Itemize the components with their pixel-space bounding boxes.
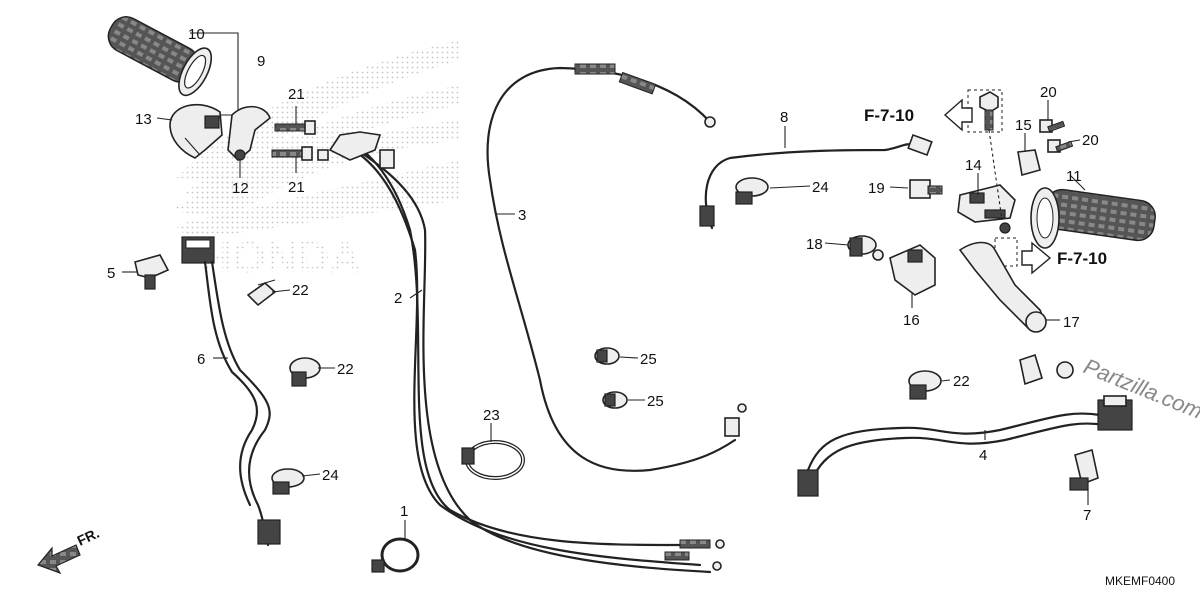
- right-grip[interactable]: [1030, 187, 1157, 249]
- clamp-24-b[interactable]: [735, 177, 769, 205]
- callout-21-upper: 21: [288, 86, 305, 103]
- clamp-24-a[interactable]: [271, 468, 305, 495]
- callout-24-a: 24: [322, 467, 339, 484]
- leader-lines: [122, 32, 1089, 540]
- ref-lower-arrow[interactable]: F-7-10: [1021, 241, 1107, 275]
- clip-25-a[interactable]: [594, 347, 620, 365]
- throttle-cover[interactable]: [227, 105, 271, 162]
- band-22-a[interactable]: [246, 279, 277, 307]
- diagram-code: MKEMF0400: [1105, 574, 1175, 588]
- callout-8: 8: [780, 109, 788, 126]
- callout-5: 5: [107, 265, 115, 282]
- screw-lower[interactable]: [271, 146, 313, 161]
- callouts: 10 9 13 12 21 21 5 22 6 22 24 2 3 23 1 2…: [107, 26, 1099, 524]
- bolt-20-b[interactable]: [1047, 139, 1074, 153]
- adjuster-18[interactable]: [847, 235, 884, 261]
- throttle-cables[interactable]: [317, 131, 725, 574]
- callout-7: 7: [1083, 507, 1091, 524]
- clip-5[interactable]: [134, 254, 170, 290]
- callout-4: 4: [979, 447, 987, 464]
- callout-18: 18: [806, 236, 823, 253]
- screw-upper[interactable]: [274, 120, 316, 135]
- callout-9: 9: [257, 53, 265, 70]
- callout-1: 1: [400, 503, 408, 520]
- band-23[interactable]: [461, 440, 525, 480]
- callout-22-c: 22: [953, 373, 970, 390]
- callout-14: 14: [965, 157, 982, 174]
- callout-20-a: 20: [1040, 84, 1057, 101]
- left-grip[interactable]: [99, 4, 218, 100]
- callout-3: 3: [518, 207, 526, 224]
- clip-near-harness[interactable]: [1019, 353, 1074, 386]
- band-22-c[interactable]: [908, 370, 942, 400]
- ref-lower-label: F-7-10: [1057, 249, 1107, 268]
- throttle-housing[interactable]: [169, 103, 223, 159]
- clip-7[interactable]: [1069, 448, 1099, 491]
- ref-upper-label: F-7-10: [864, 106, 914, 125]
- cable-8[interactable]: [699, 133, 933, 230]
- callout-10: 10: [188, 26, 205, 43]
- callout-25-b: 25: [647, 393, 664, 410]
- callout-17: 17: [1063, 314, 1080, 331]
- callout-23: 23: [483, 407, 500, 424]
- callout-6: 6: [197, 351, 205, 368]
- left-switch-harness[interactable]: [181, 236, 281, 547]
- callout-21-lower: 21: [288, 179, 305, 196]
- front-label: FR.: [75, 525, 102, 549]
- clutch-lever[interactable]: [958, 241, 1047, 333]
- callout-20-b: 20: [1082, 132, 1099, 149]
- callout-15: 15: [1015, 117, 1032, 134]
- clip-25-b[interactable]: [602, 391, 628, 409]
- ref-upper-arrow[interactable]: F-7-10: [864, 98, 973, 132]
- band-22-b[interactable]: [289, 357, 321, 387]
- callout-16: 16: [903, 312, 920, 329]
- callout-2: 2: [394, 290, 402, 307]
- callout-13: 13: [135, 111, 152, 128]
- clip-15[interactable]: [1017, 149, 1041, 177]
- callout-22-b: 22: [337, 361, 354, 378]
- clutch-cable[interactable]: [486, 63, 747, 472]
- adjuster-19[interactable]: [909, 179, 943, 199]
- callout-12: 12: [232, 180, 249, 197]
- lever-bolt[interactable]: [979, 91, 999, 131]
- callout-24-b: 24: [812, 179, 829, 196]
- band-1[interactable]: [371, 537, 420, 573]
- callout-22-a: 22: [292, 282, 309, 299]
- callout-25-a: 25: [640, 351, 657, 368]
- hot-start-lever[interactable]: [889, 244, 936, 296]
- clutch-lever-holder[interactable]: [957, 184, 1016, 223]
- harness-4[interactable]: [797, 395, 1133, 497]
- bolt-20-a[interactable]: [1039, 119, 1066, 133]
- front-arrow: FR.: [36, 525, 102, 575]
- callout-19: 19: [868, 180, 885, 197]
- callout-11: 11: [1066, 168, 1082, 185]
- honda-logo-text: HONDA: [200, 233, 361, 282]
